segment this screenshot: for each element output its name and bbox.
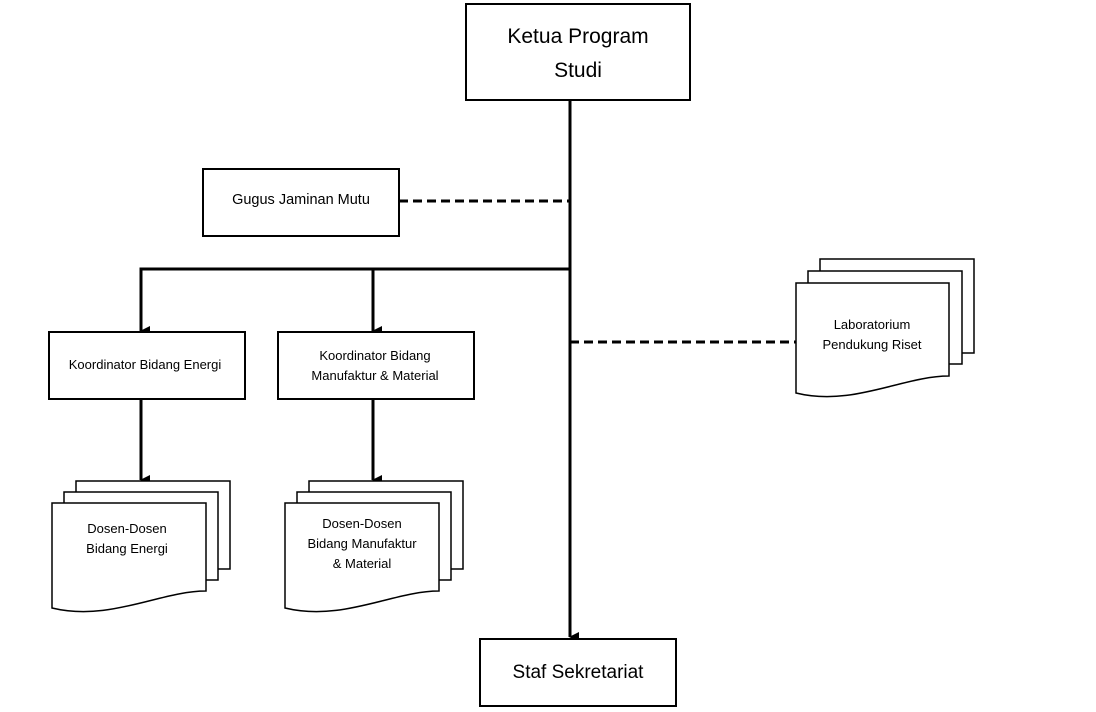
dosen-manufaktur-label-line: Dosen-Dosen <box>322 516 402 531</box>
koord-energi-label: Koordinator Bidang Energi <box>69 357 222 372</box>
staf-label: Staf Sekretariat <box>513 662 645 683</box>
koord-energi-box <box>48 331 246 400</box>
koord-manufaktur-box <box>277 331 475 400</box>
laboratorium-label-line: Pendukung Riset <box>822 337 921 352</box>
dosen-manufaktur-label-line: & Material <box>333 556 392 571</box>
koord-energi-label-line: Koordinator Bidang Energi <box>69 357 222 372</box>
dosen-energi-shape <box>51 480 231 613</box>
staf-box <box>479 638 677 707</box>
ketua-box <box>465 3 691 101</box>
dosen-manufaktur-shape <box>284 480 464 613</box>
dosen-energi-label-line: Dosen-Dosen <box>87 521 167 536</box>
koord-manufaktur-label-line: Manufaktur & Material <box>311 368 438 383</box>
ketua-label-line: Ketua Program <box>507 25 648 48</box>
gugus-box <box>202 168 400 237</box>
dosen-energi-label-line: Bidang Energi <box>86 541 168 556</box>
coordinator-branch-line <box>139 267 570 336</box>
staf-label-line: Staf Sekretariat <box>513 662 645 683</box>
ketua-label-line: Studi <box>554 59 602 82</box>
gugus-label-line: Gugus Jaminan Mutu <box>232 192 370 208</box>
gugus-label: Gugus Jaminan Mutu <box>232 192 370 208</box>
koord-manufaktur-label-line: Koordinator Bidang <box>319 348 430 363</box>
laboratorium-shape <box>795 258 975 398</box>
connectors <box>139 100 796 642</box>
dosen-manufaktur-label-line: Bidang Manufaktur <box>307 536 417 551</box>
laboratorium-label-line: Laboratorium <box>834 317 911 332</box>
